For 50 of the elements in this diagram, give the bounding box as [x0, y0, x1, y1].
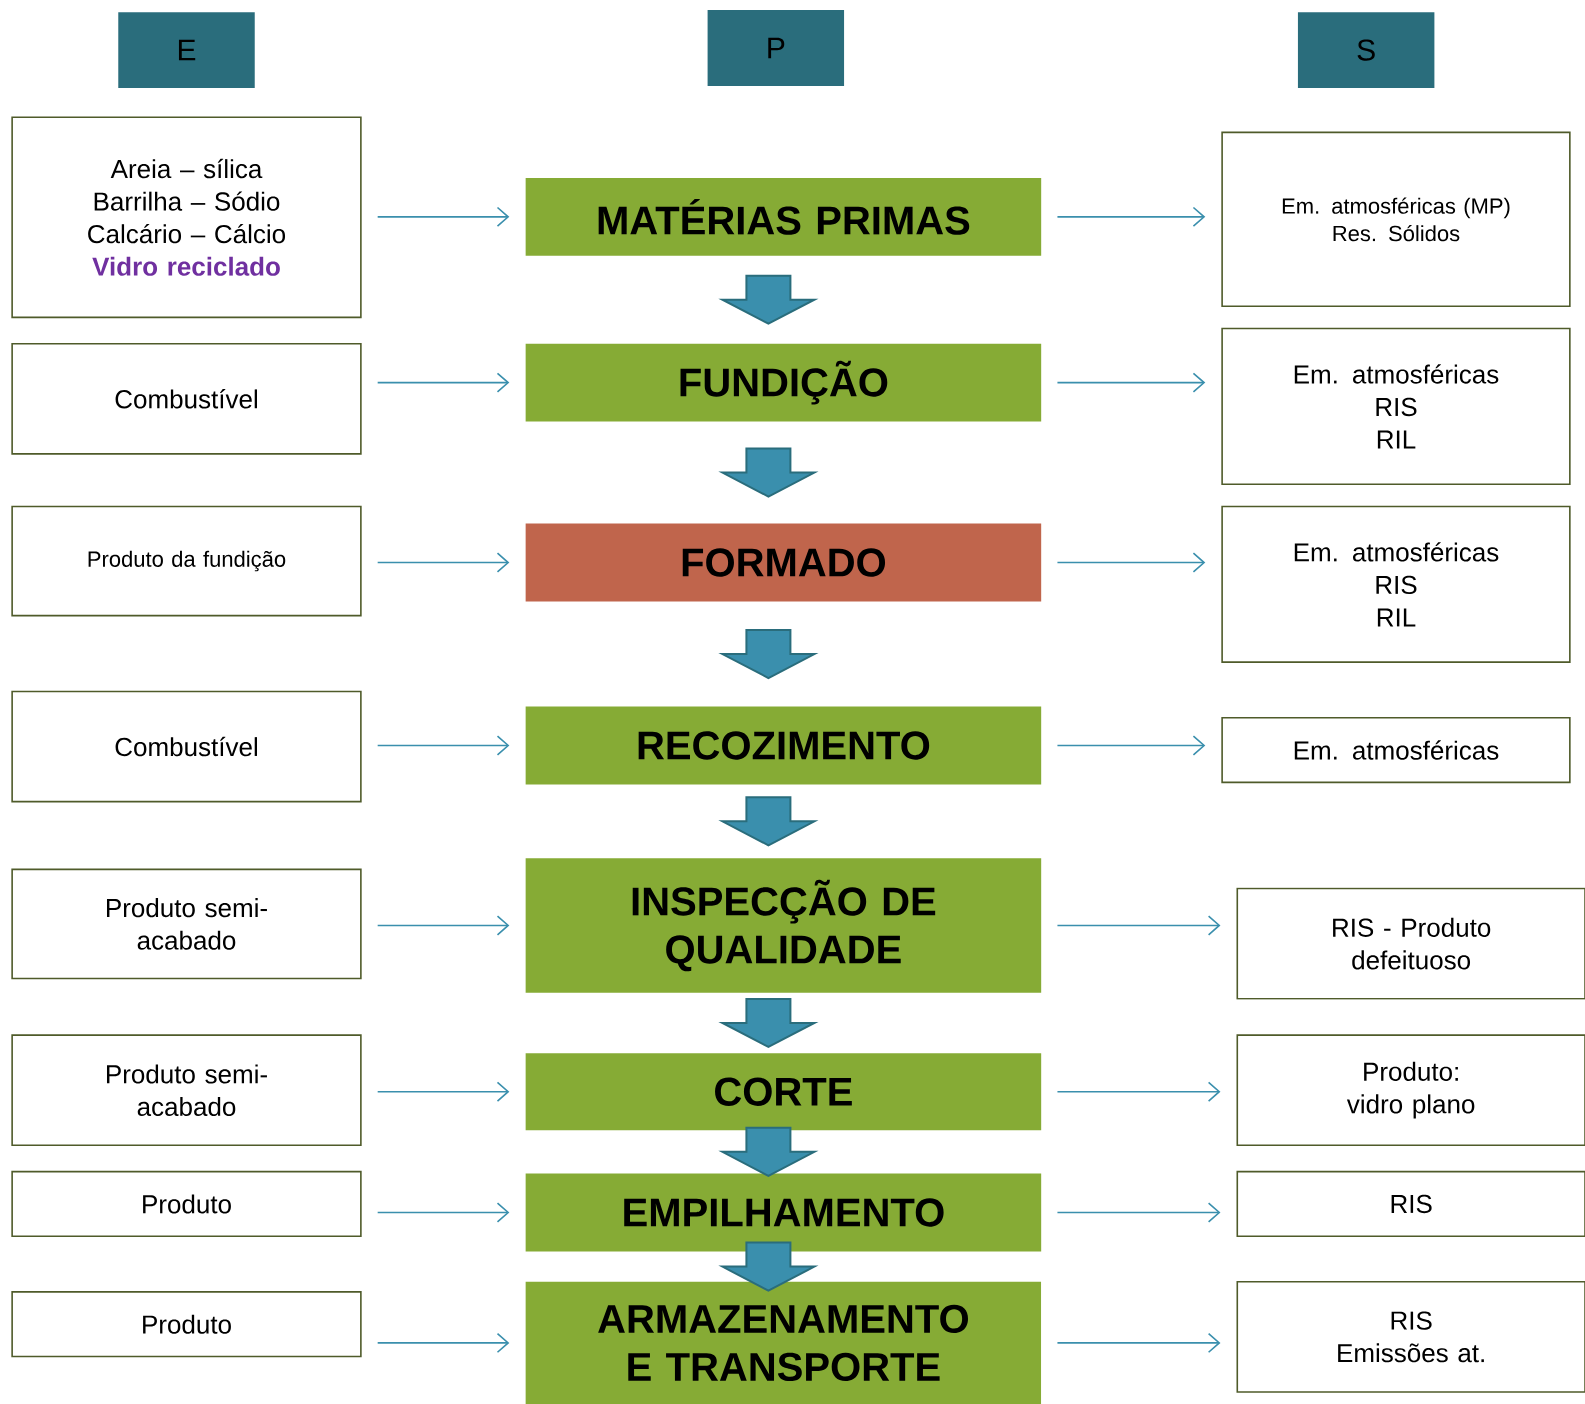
- column-header: P: [707, 10, 845, 86]
- output-box: RIS - Produto defeituoso: [1236, 887, 1585, 1000]
- input-box: Areia – sílica Barrilha – Sódio Calcário – Cálcio Vidro reciclado: [11, 116, 362, 319]
- arrow: [376, 372, 510, 393]
- arrow: [376, 552, 510, 573]
- process-box: INSPECÇÃO DE QUALIDADE: [525, 858, 1042, 993]
- arrow: [1056, 1332, 1221, 1354]
- block-arrow: [718, 274, 819, 325]
- process-box: EMPILHAMENTO: [525, 1173, 1042, 1252]
- input-box: Produto da fundição: [11, 505, 362, 617]
- process-box: CORTE: [525, 1053, 1042, 1131]
- column-header: E: [118, 12, 255, 88]
- input-box: Produto: [11, 1291, 362, 1358]
- process-box: FUNDIÇÃO: [525, 343, 1042, 422]
- input-box: Combustível: [11, 690, 362, 803]
- output-box: Em. atmosféricas (MP) Res. Sólidos: [1221, 131, 1571, 308]
- process-box: FORMADO: [525, 523, 1042, 602]
- arrow: [1056, 372, 1206, 393]
- output-box: Em. atmosféricas RIS RIL: [1221, 327, 1571, 485]
- arrow: [376, 206, 510, 227]
- arrow: [376, 1081, 510, 1102]
- input-box: Produto semi-acabado: [11, 868, 362, 980]
- block-arrow: [718, 629, 819, 680]
- output-box: RIS Emissões at.: [1236, 1280, 1585, 1393]
- input-box: Produto: [11, 1170, 362, 1238]
- arrow: [1056, 206, 1206, 227]
- arrow: [1056, 552, 1206, 573]
- block-arrow: [718, 1241, 819, 1292]
- input-box: Produto semi-acabado: [11, 1034, 362, 1147]
- block-arrow: [718, 998, 819, 1049]
- output-box: Em. atmosféricas RIS RIL: [1221, 505, 1571, 663]
- block-arrow: [718, 1126, 819, 1177]
- process-box: RECOZIMENTO: [525, 706, 1042, 785]
- arrow: [1056, 1081, 1221, 1102]
- arrow: [1056, 1202, 1221, 1223]
- column-header: S: [1297, 12, 1435, 88]
- input-box: Combustível: [11, 342, 362, 455]
- block-arrow: [718, 796, 819, 847]
- arrow: [376, 915, 510, 936]
- output-box: Em. atmosféricas: [1221, 716, 1571, 784]
- arrow: [376, 1202, 510, 1223]
- process-box: MATÉRIAS PRIMAS: [525, 177, 1042, 256]
- output-box: RIS: [1236, 1170, 1585, 1238]
- process-box: ARMAZENAMENTO E TRANSPORTE: [525, 1281, 1042, 1404]
- arrow: [1056, 915, 1221, 936]
- arrow: [376, 1332, 510, 1354]
- block-arrow: [718, 447, 819, 498]
- arrow: [376, 735, 510, 756]
- output-box: Produto: vidro plano: [1236, 1034, 1585, 1147]
- arrow: [1056, 735, 1206, 756]
